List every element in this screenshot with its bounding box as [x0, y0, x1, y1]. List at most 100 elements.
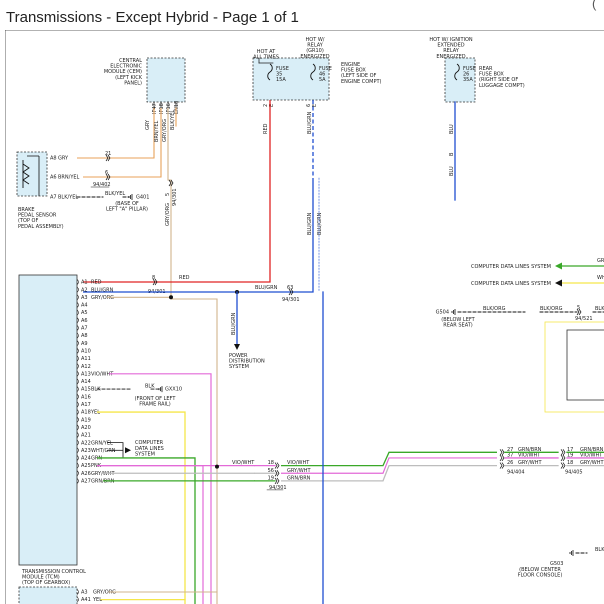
fuse-46-label: 46	[319, 72, 325, 78]
rear-fuse-box-label: FUSE BOX	[479, 72, 504, 78]
data-bracket	[107, 442, 124, 458]
connector-icon	[288, 288, 294, 296]
wire-label: GRN/BRN	[580, 447, 604, 453]
tcm-pin-label: A17	[81, 402, 91, 408]
rear-fuse-box	[444, 57, 476, 103]
tcm-pin-label: A13	[81, 371, 91, 377]
rear-fuse-pin: B	[449, 152, 455, 156]
wire-blu-grn	[83, 178, 314, 293]
cem-pin-label: IP47	[152, 103, 158, 114]
brake-sensor-label: (TOP OF	[18, 218, 38, 224]
cem-label: ELECTRONIC	[110, 64, 142, 70]
connector-icon	[105, 173, 111, 181]
tcm-wire-label: PNK	[91, 463, 102, 469]
transmission-control-module	[18, 274, 78, 566]
ground-location: FRAME RAIL)	[139, 401, 171, 407]
pin-connector-icon	[76, 455, 79, 461]
engine-fuse-box-label: ENGINE	[341, 62, 360, 68]
wire-label: VIO/WHT	[518, 452, 541, 458]
right-module-inner	[566, 329, 604, 401]
tcm-wire-label: YEL	[90, 410, 100, 416]
fuse-26-label: 35A	[463, 77, 473, 83]
wire-label: BLK/ORG	[540, 306, 563, 312]
tcm-pin-label: A9	[81, 341, 88, 347]
page-header: Transmissions - Except Hybrid - Page 1 o…	[0, 0, 604, 30]
power-distribution-label: DISTRIBUTION	[229, 359, 265, 365]
ground-location: REAR SEAT)	[443, 323, 473, 329]
connector-icon	[499, 462, 505, 469]
fuse-pin: 6	[306, 104, 312, 107]
arrow-right-icon	[125, 447, 131, 454]
brake-sensor-wire-label: BLK/YEL	[105, 191, 125, 197]
connector-reference: 94/521	[575, 316, 593, 322]
fuse-46-label: FUSE	[319, 66, 332, 72]
connector-pin-number: 63	[287, 285, 293, 291]
brake-sensor-wire-label: GRY	[58, 156, 69, 162]
hot-w-relay-label: HOT W/	[306, 37, 325, 43]
connector-pin-number: 56	[268, 468, 274, 474]
tcm-pin-label: A19	[81, 417, 91, 423]
ground-location: (BELOW LEFT	[441, 317, 475, 323]
connector-pin-number: 18	[567, 460, 573, 466]
connector-reference: 94/301	[269, 485, 287, 491]
computer-data-lines-label: SYSTEM	[135, 451, 155, 457]
lower-module-pin: A41	[81, 597, 91, 603]
connector-reference: 94/301	[282, 297, 300, 303]
tcm-label: TRANSMISSION CONTROL	[21, 569, 86, 575]
pin-connector-icon	[76, 462, 79, 469]
pin-connector-icon	[76, 386, 79, 392]
potentiometer-icon	[22, 160, 30, 188]
wire-label: BLK	[145, 384, 155, 390]
tcm-pin-label: A23	[81, 448, 91, 454]
engine-fuse-box	[252, 57, 330, 101]
tcm-pin-label: A25	[81, 463, 91, 469]
pin-connector-icon	[76, 447, 79, 454]
tcm-pin-label: A10	[81, 348, 91, 354]
cem-wire-label: GRY	[145, 119, 151, 130]
tcm-wire-label: BLU/GRN	[91, 287, 114, 293]
brake-sensor-pin: A7	[50, 195, 57, 201]
tcm-pin-label: A5	[81, 310, 88, 316]
brake-sensor-label: PEDAL ASSEMBLY)	[18, 224, 64, 230]
connector-icon	[499, 454, 505, 462]
wire-label: GRY/WHT	[518, 460, 542, 466]
pin-connector-icon	[76, 416, 79, 423]
lower-module-wire-label: YEL	[92, 597, 102, 603]
tcm-pin-label: A12	[81, 364, 91, 370]
connector-pin-number: 5	[165, 193, 171, 196]
pin-connector-icon	[76, 317, 79, 324]
connector-reference: 94/301	[172, 188, 178, 206]
wire-pnk	[97, 465, 204, 604]
tcm-wire-label: WHT/GRN	[91, 448, 116, 454]
tcm-pin-label: A6	[81, 318, 88, 324]
connector-icon	[274, 470, 280, 477]
rear-fuse-box-label: (RIGHT SIDE OF	[479, 77, 518, 83]
engine-fuse-box-label: (LEFT SIDE OF	[341, 73, 377, 79]
wire-grn	[97, 457, 196, 604]
page-title: Transmissions - Except Hybrid - Page 1 o…	[6, 9, 299, 26]
computer-data-lines-label: COMPUTER DATA LINES SYSTEM	[471, 264, 551, 270]
cem-pin-label: IP16	[166, 103, 172, 114]
hot-w-relay-label: RELAY	[307, 43, 324, 49]
wire-label: GRY/WHT	[287, 468, 311, 474]
wire-label: WHT	[597, 275, 604, 281]
fuse-46-label: 5A	[319, 77, 326, 83]
computer-data-lines-label: COMPUTER	[135, 440, 164, 446]
lower-module-wire-label: GRY/ORG	[93, 590, 116, 596]
connector-icon	[499, 449, 505, 456]
tcm-pin-label: A14	[81, 379, 91, 385]
cem-pin-label: IP18	[159, 103, 165, 114]
wire-label: RED	[263, 123, 269, 134]
ground-location: (BASE OF	[115, 201, 139, 207]
tcm-wire-label: GRN/BRN	[91, 479, 115, 485]
arrow-down-icon	[234, 344, 240, 350]
rear-fuse-box-label: LUGGAGE COMPT)	[479, 83, 525, 89]
hot-w-relay-label: ENERGIZED	[300, 54, 329, 60]
wire-gry	[77, 108, 155, 159]
wire-label: BLU/GRN	[307, 111, 313, 134]
fuse-pin-letter: E	[269, 104, 275, 107]
brake-sensor-wire-label: BLK/YEL	[58, 195, 78, 201]
connector-pin-number: 6	[105, 170, 108, 176]
